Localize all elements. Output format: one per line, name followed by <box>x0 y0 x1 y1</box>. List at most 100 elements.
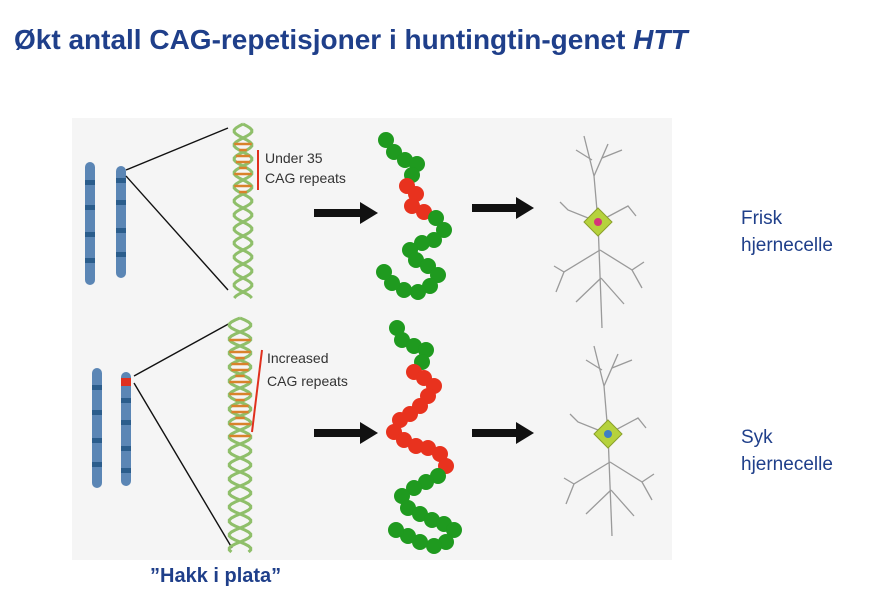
dendrite <box>585 359 603 371</box>
dendrite <box>575 149 593 161</box>
amino-acid-bead <box>384 275 400 291</box>
cell-nucleus <box>594 218 602 226</box>
amino-acid-bead <box>400 500 416 516</box>
amino-acid-bead <box>412 506 428 522</box>
disease-repeat-bar <box>251 349 263 433</box>
chromosome-band <box>121 468 131 473</box>
chromosome <box>85 162 95 285</box>
polyglutamine-bead <box>396 432 412 448</box>
amino-acid-bead <box>378 132 394 148</box>
chromosome <box>116 166 126 278</box>
healthy-cell-label-line1: Frisk <box>741 208 783 229</box>
amino-acid-bead <box>426 538 442 554</box>
amino-acid-bead <box>430 267 446 283</box>
amino-acid-bead <box>418 474 434 490</box>
disease-repeat-label-line1: Increased <box>267 350 328 366</box>
chromosome-band <box>121 420 131 425</box>
polyglutamine-bead <box>420 440 436 456</box>
dendrite <box>597 205 637 223</box>
healthy-neuron <box>553 135 645 329</box>
amino-acid-bead <box>396 282 412 298</box>
amino-acid-bead <box>389 320 405 336</box>
healthy-cell-label-line2: hjernecelle <box>741 235 833 256</box>
dna-strand <box>232 122 254 300</box>
sick-cell-label-line1: Syk <box>741 427 773 448</box>
polyglutamine-bead <box>404 198 420 214</box>
sick-cell-label: Syk hjernecelle <box>741 424 833 478</box>
dendrite <box>600 277 625 305</box>
disease-arrow-1 <box>314 422 378 444</box>
disease-arrow-2 <box>472 422 534 444</box>
amino-acid-bead <box>386 144 402 160</box>
chromosome-band <box>85 232 95 237</box>
dna-strand <box>232 122 254 300</box>
amino-acid-bead <box>414 235 430 251</box>
axon <box>597 221 603 329</box>
dendrite <box>575 277 602 303</box>
healthy-chromosome-pair <box>85 162 126 285</box>
dendrite <box>607 417 647 435</box>
amino-acid-bead <box>446 522 462 538</box>
polyglutamine-bead <box>432 446 448 462</box>
polyglutamine-bead <box>416 204 432 220</box>
disease-dna-helix <box>227 316 253 554</box>
dendrite <box>610 489 635 517</box>
figure-background <box>72 118 672 560</box>
page-title: Økt antall CAG-repetisjoner i huntingtin… <box>14 24 688 56</box>
sick-cell-label-line2: hjernecelle <box>741 454 833 475</box>
dendrite <box>609 461 653 501</box>
mutation-band <box>121 378 131 386</box>
chromosome-band <box>92 410 102 415</box>
healthy-row: Under 35 CAG repeats <box>85 122 645 329</box>
amino-acid-bead <box>410 284 426 300</box>
chromosome-band <box>116 178 126 183</box>
dendrite <box>599 249 643 289</box>
disease-repeat-label-line2: CAG repeats <box>267 373 348 389</box>
chromosome-band <box>121 446 131 451</box>
amino-acid-bead <box>376 264 392 280</box>
amino-acid-bead <box>412 534 428 550</box>
chromosome-band <box>116 252 126 257</box>
healthy-cell-label: Frisk hjernecelle <box>741 205 833 259</box>
healthy-repeat-label-line2: CAG repeats <box>265 170 346 186</box>
chromosome-band <box>92 385 102 390</box>
dendrite <box>631 261 645 271</box>
polyglutamine-bead <box>408 438 424 454</box>
dendrite <box>593 345 609 435</box>
healthy-zoom-lines <box>125 127 229 291</box>
disease-protein-chain <box>386 320 462 554</box>
healthy-repeat-label-line1: Under 35 <box>265 150 323 166</box>
amino-acid-bead <box>400 528 416 544</box>
amino-acid-bead <box>422 278 438 294</box>
chromosome-band <box>92 438 102 443</box>
amino-acid-bead <box>406 480 422 496</box>
healthy-protein-chain <box>376 132 452 300</box>
dendrite <box>553 265 565 273</box>
chromosome-band <box>121 398 131 403</box>
amino-acid-bead <box>408 252 424 268</box>
amino-acid-bead <box>428 210 444 226</box>
healthy-dna-helix <box>232 122 254 300</box>
cell-nucleus <box>604 430 612 438</box>
polyglutamine-bead <box>392 412 408 428</box>
caption-broken-record: ”Hakk i plata” <box>150 565 282 587</box>
disease-neuron <box>563 345 655 537</box>
chromosome-band <box>85 205 95 210</box>
chromosome-band <box>116 200 126 205</box>
healthy-arrow-2 <box>472 197 534 219</box>
title-gene-name: HTT <box>633 24 688 55</box>
dendrite <box>563 477 575 485</box>
chromosome-band <box>116 228 126 233</box>
dendrite <box>585 489 612 515</box>
amino-acid-bead <box>430 468 446 484</box>
chromosome-band <box>85 180 95 185</box>
chromosome-band <box>85 258 95 263</box>
chromosome-band <box>92 462 102 467</box>
disease-chromosome-pair <box>92 368 131 488</box>
amino-acid-bead <box>394 488 410 504</box>
healthy-arrow-1 <box>314 202 378 224</box>
dendrite <box>593 143 609 177</box>
dendrite <box>611 359 633 369</box>
dendrite <box>583 135 599 223</box>
